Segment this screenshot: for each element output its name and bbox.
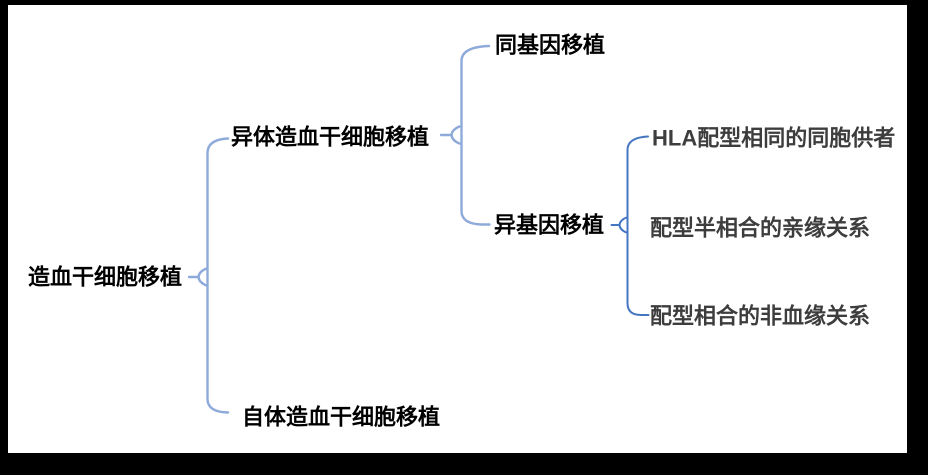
node-allogeneic-hsct: 异体造血干细胞移植 — [231, 124, 430, 150]
node-hla-matched-sibling-donor: HLA配型相同的同胞供者 — [652, 125, 896, 151]
node-allogenic-transplant: 异基因移植 — [494, 212, 605, 238]
node-matched-unrelated-donor: 配型相合的非血缘关系 — [650, 303, 871, 329]
node-syngeneic-transplant: 同基因移植 — [495, 32, 606, 58]
node-root-hsct: 造血干细胞移植 — [28, 264, 183, 290]
diagram-canvas — [8, 5, 907, 453]
node-haploidentical-related-donor: 配型半相合的亲缘关系 — [650, 215, 871, 241]
node-autologous-hsct: 自体造血干细胞移植 — [242, 404, 441, 430]
